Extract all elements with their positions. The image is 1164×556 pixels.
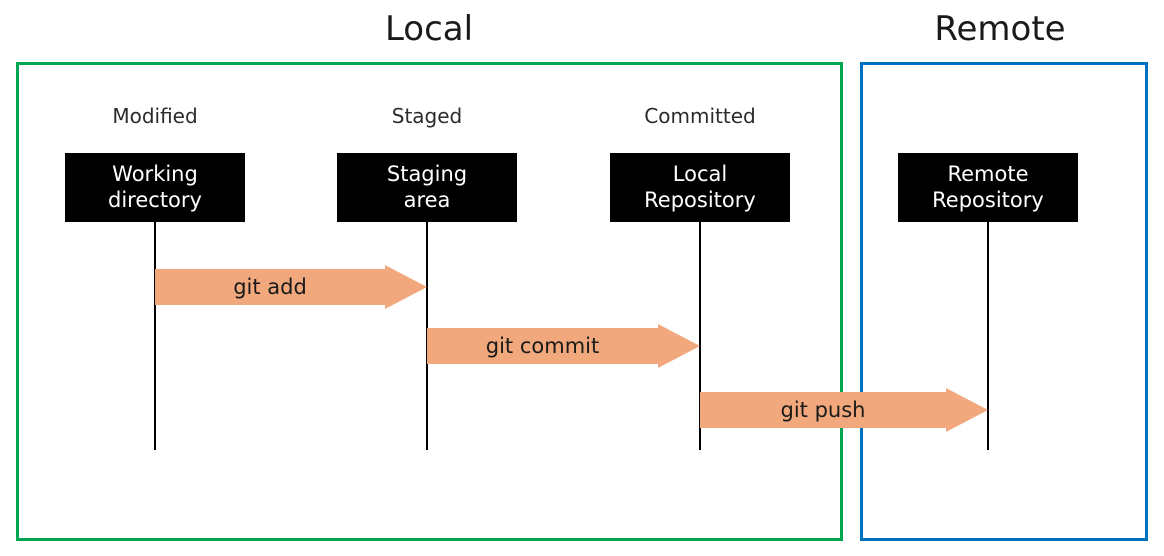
lifeline-remote-repository: [987, 222, 989, 450]
node-staging-area: Staging area: [337, 153, 517, 222]
node-working-directory: Working directory: [65, 153, 245, 222]
node-remote-repository: Remote Repository: [898, 153, 1078, 222]
lifeline-working-directory: [154, 222, 156, 450]
node-local-repository: Local Repository: [610, 153, 790, 222]
zone-frame-remote: [860, 62, 1148, 541]
stage-label-modified: Modified: [112, 104, 198, 128]
node-local-repository-line2: Repository: [644, 187, 756, 212]
arrow-label-git-add: git add: [233, 275, 307, 299]
arrow-git-push: [700, 388, 988, 432]
zone-title-remote: Remote: [934, 9, 1066, 49]
lifeline-local-repository: [699, 222, 701, 450]
node-working-directory-line2: directory: [108, 187, 202, 212]
arrow-label-git-commit: git commit: [485, 334, 600, 358]
node-local-repository-line1: Local: [672, 161, 728, 186]
node-staging-area-line1: Staging: [386, 161, 468, 186]
node-remote-repository-line2: Repository: [932, 187, 1044, 212]
stage-label-staged: Staged: [391, 104, 463, 128]
arrow-label-git-push: git push: [780, 398, 866, 422]
arrow-git-add: [155, 265, 427, 309]
node-staging-area-line2: area: [403, 187, 451, 212]
zone-title-local: Local: [384, 9, 474, 49]
arrow-git-commit: [427, 324, 700, 368]
node-remote-repository-line1: Remote: [947, 161, 1029, 186]
node-working-directory-line1: Working: [112, 161, 198, 186]
stage-label-committed: Committed: [644, 104, 756, 128]
zone-frame-local: [16, 62, 843, 541]
